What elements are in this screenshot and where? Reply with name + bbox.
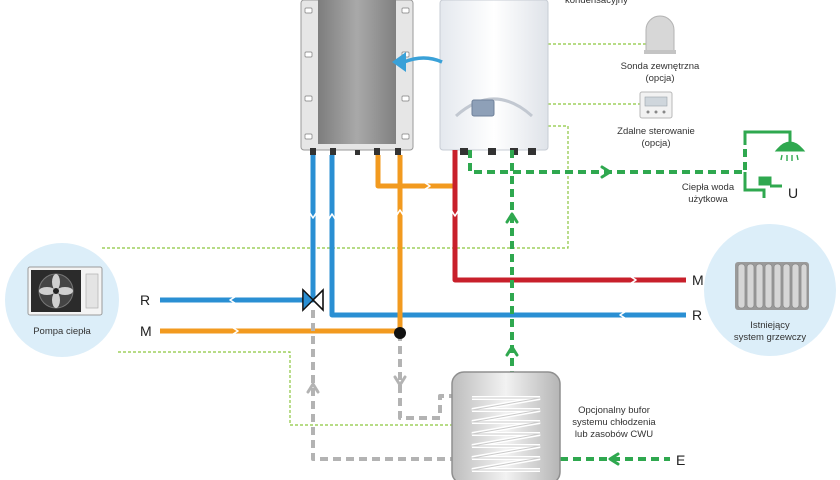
label-r-right: R <box>692 307 702 323</box>
pipe-supply-system <box>452 150 686 283</box>
label-cwu-1: Ciepła woda <box>682 182 735 193</box>
label-sonda-1: Sonda zewnętrzna <box>621 61 700 72</box>
label-pompa: Pompa ciepła <box>33 326 91 337</box>
label-sonda-2: (opcja) <box>645 73 674 84</box>
label-zdalne-1: Zdalne sterowanie <box>617 126 695 137</box>
radiator-icon <box>735 262 809 310</box>
flow-arrows <box>229 180 637 337</box>
boiler <box>439 0 549 155</box>
connection-arrow <box>403 56 443 64</box>
label-e: E <box>676 452 685 468</box>
heat-pump-bubble <box>5 243 119 357</box>
label-r-left: R <box>140 292 150 308</box>
label-top-cut: kondensacyjny <box>565 0 628 6</box>
remote-control-icon <box>639 91 673 119</box>
label-u: U <box>788 185 798 201</box>
pipe-return-heat-pump <box>160 155 316 303</box>
label-bufor-2: systemu chłodzenia <box>572 417 656 428</box>
pipe-buffer-return <box>311 310 455 461</box>
dashed-flow-arrows <box>306 165 620 466</box>
heating-system-bubble <box>704 224 836 356</box>
tap-icon <box>743 172 782 198</box>
heat-pump-icon <box>27 266 103 316</box>
label-m-right: M <box>692 272 704 288</box>
buffer-tank <box>451 371 561 480</box>
label-m-left: M <box>140 323 152 339</box>
indoor-unit <box>300 0 414 155</box>
pipe-supply-heat-pump <box>160 155 403 334</box>
label-cwu-2: użytkowa <box>688 194 728 205</box>
pipe-buffer-supply <box>398 333 455 420</box>
label-zdalne-2: (opcja) <box>641 138 670 149</box>
label-bufor-3: lub zasobów CWU <box>575 429 653 440</box>
pipe-return-system <box>329 155 686 318</box>
outdoor-sensor-icon <box>644 15 676 54</box>
pipe-supply-boiler <box>375 155 455 189</box>
junction-point <box>394 327 406 339</box>
shower-icon <box>743 130 806 161</box>
three-way-valve-icon <box>302 288 324 312</box>
label-system-2: system grzewczy <box>734 332 807 343</box>
label-bufor-1: Opcjonalny bufor <box>578 405 650 416</box>
label-system-1: Istniejący <box>750 320 790 331</box>
wire-heat-pump-bottom <box>118 351 455 426</box>
